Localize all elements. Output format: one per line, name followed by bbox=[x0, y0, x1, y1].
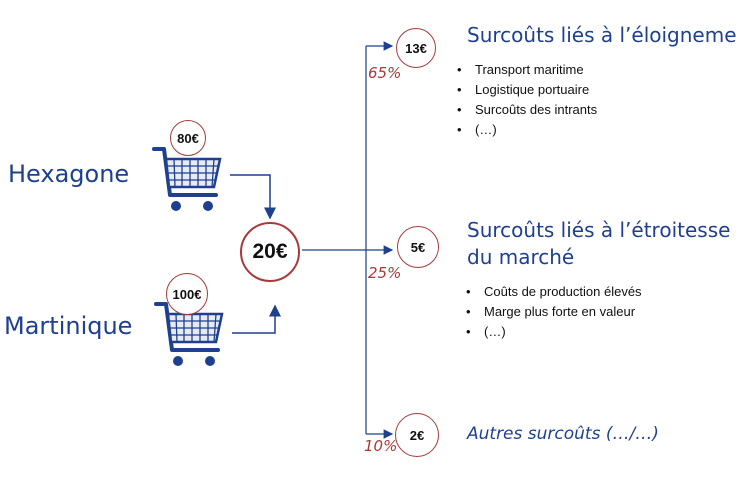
list-item: Marge plus forte en valeur bbox=[464, 302, 642, 322]
branch-title-3: Autres surcoûts (…/…) bbox=[467, 424, 659, 444]
branch-title-2-line-1: Surcoûts liés à l’étroitesse bbox=[467, 218, 731, 242]
branch-title-1: Surcoûts liés à l’éloigneme bbox=[467, 23, 737, 47]
branch-percent-2: 25% bbox=[368, 264, 402, 282]
branch-title-2-line-2: du marché bbox=[467, 245, 575, 269]
difference-bubble: 20€ bbox=[240, 222, 300, 282]
list-item: Logistique portuaire bbox=[455, 80, 597, 100]
branch-amount-bubble-1: 13€ bbox=[396, 28, 436, 68]
list-item: Coûts de production élevés bbox=[464, 282, 642, 302]
price-bubble-hexagone: 80€ bbox=[170, 120, 206, 156]
list-item: Surcoûts des intrants bbox=[455, 100, 597, 120]
price-bubble-martinique: 100€ bbox=[166, 273, 208, 315]
branch-percent-1: 65% bbox=[368, 64, 402, 82]
list-item: (…) bbox=[455, 120, 597, 140]
shopping-cart-icon bbox=[154, 302, 224, 366]
branch-list-1: Transport maritime Logistique portuaire … bbox=[455, 60, 597, 140]
branch-amount-bubble-3: 2€ bbox=[395, 413, 439, 457]
list-item: (…) bbox=[464, 322, 642, 342]
branch-amount-bubble-2: 5€ bbox=[397, 226, 439, 268]
shopping-cart-icon bbox=[152, 147, 222, 211]
branch-list-2: Coûts de production élevés Marge plus fo… bbox=[464, 282, 642, 342]
region-label-martinique: Martinique bbox=[4, 312, 133, 340]
region-label-hexagone: Hexagone bbox=[8, 160, 130, 188]
list-item: Transport maritime bbox=[455, 60, 597, 80]
branch-percent-3: 10% bbox=[364, 437, 398, 455]
